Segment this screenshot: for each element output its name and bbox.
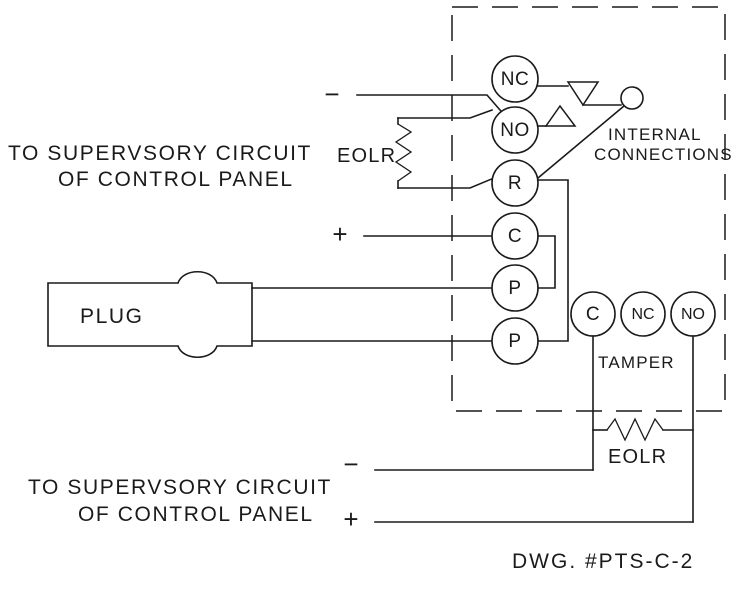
terminal-r-label: R — [508, 173, 522, 194]
tamper-terminal-nc-label: NC — [631, 306, 654, 323]
tamper-caption: TAMPER — [598, 353, 675, 372]
device-enclosure-dashed-boundary — [451, 6, 726, 412]
upper-note-line2: OF CONTROL PANEL — [58, 168, 294, 191]
internal-connections-label-line1: INTERNAL — [608, 125, 702, 144]
terminal-no-label: NO — [500, 120, 530, 141]
triangle-down-icon — [566, 81, 600, 107]
eolr-lower-label: EOLR — [608, 446, 667, 468]
wire-upper-minus-to-no — [356, 94, 509, 120]
terminal-nc-label: NC — [501, 69, 529, 90]
plug-label: PLUG — [80, 305, 144, 328]
internal-connection-node — [620, 86, 644, 110]
eolr-upper-label: EOLR — [337, 145, 396, 167]
terminal-c-label: C — [508, 226, 522, 247]
tamper-terminal-nc[interactable] — [620, 291, 666, 337]
upper-minus-sign: − — [324, 79, 339, 109]
wire-eolr-upper-bottom-to-r — [397, 176, 496, 189]
terminal-p2-label: P — [508, 331, 521, 352]
wire-jumper-r-to-p2 — [537, 179, 569, 342]
terminal-no[interactable] — [491, 106, 539, 154]
upper-plus-sign: + — [332, 219, 347, 249]
lower-plus-sign: + — [343, 504, 358, 534]
terminal-r[interactable] — [491, 159, 539, 207]
wire-jumper-c-to-p1 — [537, 235, 556, 289]
lower-note-line2: OF CONTROL PANEL — [78, 503, 314, 526]
triangle-up-icon — [544, 104, 577, 127]
lower-minus-sign: − — [343, 449, 358, 479]
upper-note-line1: TO SUPERVSORY CIRCUIT — [8, 142, 312, 165]
tamper-terminal-c-label: C — [586, 304, 600, 325]
internal-connections-label-line2: CONNECTIONS — [594, 145, 733, 164]
terminal-p1-label: P — [508, 278, 521, 299]
leader-line-internal-connections — [536, 104, 626, 180]
lower-note-line1: TO SUPERVSORY CIRCUIT — [28, 476, 332, 499]
tamper-terminal-no-label: NO — [681, 306, 705, 323]
wire-eolr-upper-top-to-no — [397, 108, 494, 119]
resistor-upper-eolr-zigzag — [394, 123, 413, 182]
resistor-lower-eolr-zigzag — [606, 417, 664, 442]
drawing-number: DWG. #PTS-C-2 — [512, 550, 694, 573]
plug-body — [47, 270, 253, 359]
terminal-nc[interactable] — [491, 55, 539, 103]
